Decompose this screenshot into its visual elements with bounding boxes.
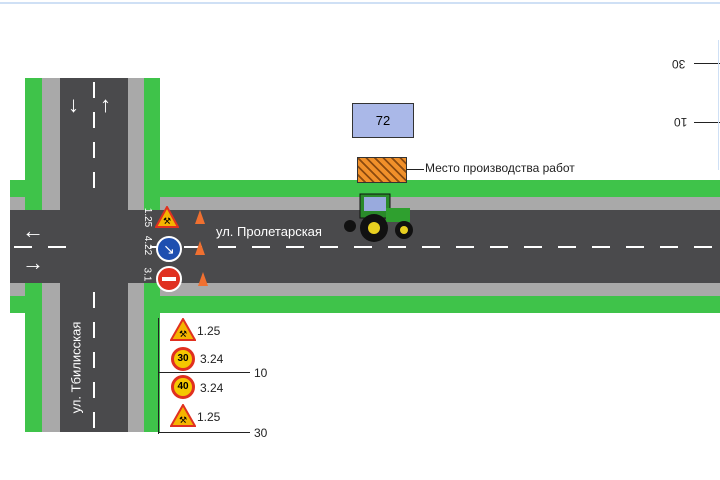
tractor-icon <box>344 193 413 242</box>
lane-dash <box>48 246 66 248</box>
roadwork-sign-icon: ⚒ <box>170 318 196 341</box>
arrow-up-icon: ↑ <box>100 92 111 117</box>
lane-dash <box>93 142 95 158</box>
roadwork-sign-icon: ⚒ <box>155 206 179 228</box>
sign-list-code: 1.25 <box>197 324 221 338</box>
street-label-proletarskaya: ул. Пролетарская <box>216 224 322 239</box>
work-zone-label: Место производства работ <box>425 161 575 175</box>
speed-limit-40-sign: 40 <box>171 375 195 399</box>
lane-dash <box>592 246 610 248</box>
lane-dash <box>93 322 95 338</box>
lane-dash <box>286 246 304 248</box>
lane-dash <box>218 246 236 248</box>
lane-dash <box>93 82 95 98</box>
right-border <box>718 40 719 170</box>
lane-dash <box>558 246 576 248</box>
lane-dash <box>388 246 406 248</box>
lane-dash <box>93 172 95 188</box>
mirrored-line <box>694 122 720 123</box>
top-border <box>0 2 720 4</box>
mirrored-distance-label: 30 <box>672 57 686 71</box>
lane-dash <box>252 246 270 248</box>
sign-list-code: 3.24 <box>200 352 224 366</box>
work-zone-hatch <box>357 157 407 183</box>
lane-dash <box>93 352 95 368</box>
lane-dash <box>626 246 644 248</box>
lane-dash <box>320 246 338 248</box>
lane-dash <box>354 246 372 248</box>
speed-limit-30-sign: 30 <box>171 347 195 371</box>
mirrored-line <box>694 63 720 64</box>
roadwork-sign-icon: ⚒ <box>170 404 196 427</box>
sign-code-1: 1.25 <box>142 207 154 228</box>
distance-label: 10 <box>254 366 268 380</box>
lane-dash <box>93 112 95 128</box>
lane-dash <box>524 246 542 248</box>
cone-icon <box>198 272 208 286</box>
arrow-right-icon: → <box>22 250 44 275</box>
intersection <box>10 210 160 283</box>
keep-right-sign-icon: ↘ <box>156 236 182 262</box>
lane-dash <box>456 246 474 248</box>
distance-line <box>158 432 250 433</box>
lane-dash <box>422 246 440 248</box>
object-box-72: 72 <box>352 103 414 138</box>
svg-text:⚒: ⚒ <box>179 329 187 339</box>
cone-icon <box>195 241 205 255</box>
sign-list-line <box>158 318 159 434</box>
lane-dash <box>14 246 32 248</box>
arrow-left-icon: ← <box>22 218 44 243</box>
lane-dash <box>93 292 95 308</box>
lane-dash <box>694 246 712 248</box>
street-label-tbilisskaya: ул. Тбилисская <box>68 321 84 414</box>
sign-code-2: 4.22 <box>142 235 154 256</box>
arrow-down-icon: ↓ <box>68 92 79 117</box>
work-zone-leader <box>406 169 424 170</box>
lane-dash <box>93 382 95 398</box>
no-entry-sign-icon <box>156 266 182 292</box>
distance-label: 30 <box>254 426 268 440</box>
lane-dash <box>660 246 678 248</box>
distance-line <box>158 372 250 373</box>
lane-dash <box>184 246 202 248</box>
lane-dash <box>490 246 508 248</box>
cone-icon <box>195 210 205 224</box>
sign-list-code: 3.24 <box>200 381 224 395</box>
lane-dash <box>93 412 95 428</box>
mirrored-distance-label: 10 <box>674 115 688 129</box>
sign-list-code: 1.25 <box>197 410 221 424</box>
svg-text:⚒: ⚒ <box>163 216 171 226</box>
svg-text:⚒: ⚒ <box>179 415 187 425</box>
sign-code-3: 3.1 <box>141 267 153 282</box>
